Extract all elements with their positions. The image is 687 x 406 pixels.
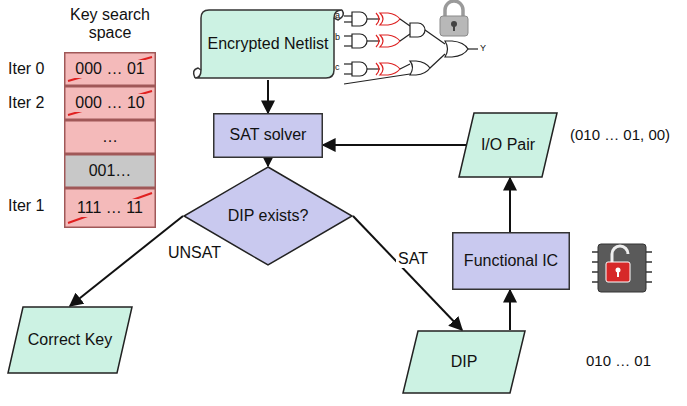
scroll-curl <box>334 10 343 20</box>
parallelogram-outline <box>8 307 132 373</box>
lock-icon <box>440 1 468 36</box>
branch-label: SAT <box>396 250 430 268</box>
node-label: Correct Key <box>28 331 112 349</box>
iteration-label: Iter 1 <box>8 197 44 215</box>
flow-arrow <box>267 158 269 166</box>
process-box: Functional IC <box>452 232 570 290</box>
data-parallelogram: Correct Key <box>7 306 133 374</box>
iteration-label: Iter 0 <box>8 60 44 78</box>
flow-arrow <box>267 80 269 113</box>
key-row: … <box>64 120 156 154</box>
scroll-body <box>195 10 342 78</box>
node-label: … <box>102 128 118 146</box>
iteration-label: Iter 2 <box>8 94 44 112</box>
key-row: 000 … 01 <box>64 52 156 86</box>
strike-line <box>68 193 152 223</box>
node-label: 000 … 01 <box>73 60 146 78</box>
encrypted-circuit <box>344 12 478 84</box>
box-outline <box>65 189 156 228</box>
dip-value: 010 … 01 <box>586 352 651 369</box>
flow-arrow <box>509 290 511 330</box>
node-label: I/O Pair <box>481 136 535 154</box>
key-row: 000 … 10 <box>64 86 156 120</box>
data-parallelogram: DIP <box>402 330 526 394</box>
io-pair-value: (010 … 01, 00) <box>570 126 670 143</box>
scroll-curl <box>193 68 200 78</box>
node-label: SAT solver <box>230 126 307 144</box>
node-label: Encrypted Netlist <box>208 35 329 53</box>
strike-line <box>68 91 152 115</box>
flow-arrow <box>353 216 462 330</box>
process-box: SAT solver <box>213 113 323 158</box>
scroll-outline <box>193 10 343 78</box>
box-outline <box>65 155 156 188</box>
signal-name: c <box>335 62 340 72</box>
data-parallelogram: I/O Pair <box>458 112 558 178</box>
parallelogram-outline <box>403 331 525 393</box>
parallelogram-outline <box>459 113 557 177</box>
box-outline <box>65 121 156 154</box>
key-search-space: Key search space000 … 01000 … 10…001…111… <box>64 52 156 228</box>
signal-name: b <box>335 32 340 42</box>
node-label: Functional IC <box>464 252 558 270</box>
box-outline <box>65 53 156 86</box>
box-outline <box>65 87 156 120</box>
flow-arrow <box>323 144 466 146</box>
key-row: 111 … 11 <box>64 188 156 228</box>
signal-name: Y <box>480 43 486 53</box>
box-outline <box>453 233 570 290</box>
node-label: 001… <box>89 162 132 180</box>
group-heading: Key search space <box>54 6 166 43</box>
box-outline <box>214 114 323 158</box>
netlist-scroll: Encrypted Netlist <box>193 8 344 80</box>
node-label: 111 … 11 <box>75 199 145 217</box>
node-label: DIP exists? <box>228 207 309 225</box>
strike-line <box>68 57 152 81</box>
chip-icon <box>592 244 652 292</box>
branch-label: UNSAT <box>166 244 223 262</box>
node-label: DIP <box>451 353 478 371</box>
signal-name: a <box>335 10 340 20</box>
key-row: 001… <box>64 154 156 188</box>
node-label: 000 … 10 <box>73 94 146 112</box>
flow-arrow <box>509 178 511 232</box>
